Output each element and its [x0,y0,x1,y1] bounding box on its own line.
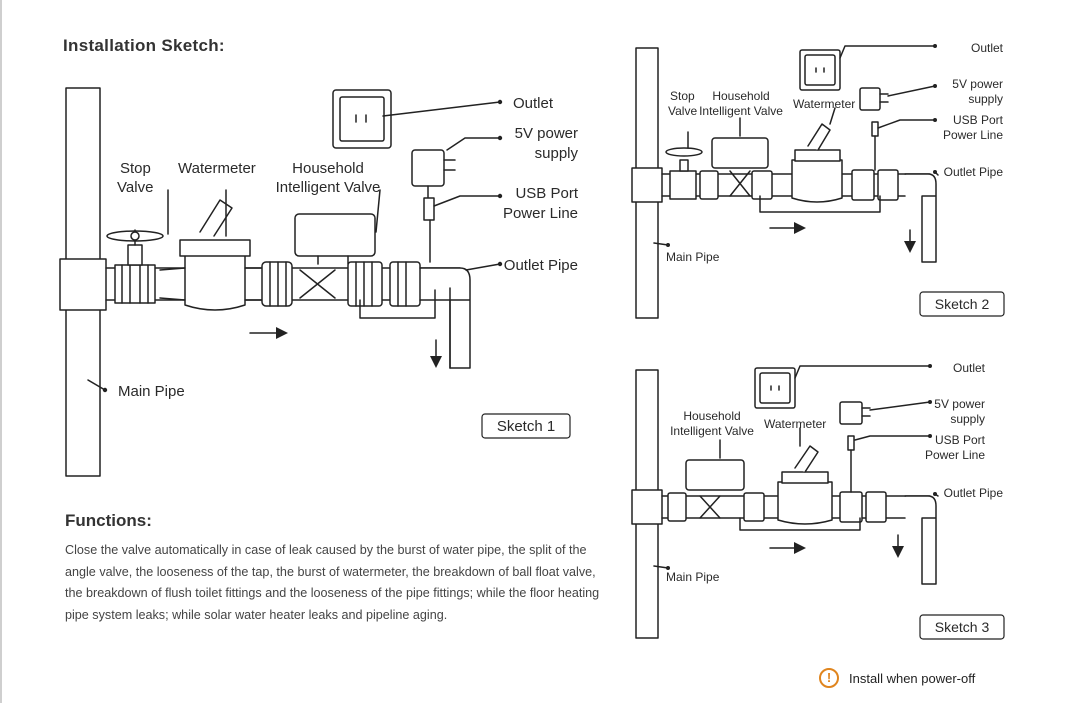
power-adapter-3 [839,401,863,425]
stop-valve-1 [114,264,156,304]
s3-power-label-1: 5V power [934,397,985,411]
power-adapter-2 [859,87,881,111]
s3-main-pipe-label: Main Pipe [666,570,720,584]
watermeter-1 [184,254,246,311]
intelligent-valve-2 [711,137,769,169]
page-edge [0,0,2,703]
power-off-warning-text: Install when power-off [849,670,976,686]
stop-valve-2 [669,170,697,200]
sketch-3 [631,365,1005,640]
outlet-1 [332,89,392,149]
s3-outlet-label: Outlet [953,361,986,375]
s3-watermeter-label: Watermeter [764,417,826,431]
s1-outlet-pipe-label: Outlet Pipe [504,257,578,274]
s2-power-label-2: supply [968,92,1003,106]
s1-main-pipe-label: Main Pipe [118,383,185,400]
functions-heading: Functions: [65,511,152,530]
sketch-3-tag: Sketch 3 [935,619,990,635]
intelligent-valve-3 [685,459,745,491]
s3-valve-label-2: Intelligent Valve [670,424,754,438]
s3-outlet-pipe-label: Outlet Pipe [944,486,1004,500]
watermeter-2 [791,159,843,203]
watermeter-3 [777,481,833,525]
s1-valve-label-1: Household [292,160,364,177]
s2-usb-label-2: Power Line [943,128,1003,142]
s2-outlet-pipe-label: Outlet Pipe [944,165,1004,179]
s1-usb-label-1: USB Port [515,185,578,202]
s1-valve-label-2: Intelligent Valve [276,179,381,196]
sketch-1 [59,87,501,477]
s2-watermeter-label: Watermeter [793,97,855,111]
s1-stop-valve-label-2: Valve [117,179,153,196]
power-off-warning: ! Install when power-off [819,668,975,688]
s2-power-label-1: 5V power [952,77,1003,91]
s1-power-label-2: supply [535,145,579,162]
s2-stop-valve-label-2: Valve [668,104,697,118]
s1-outlet-label: Outlet [513,95,554,112]
power-adapter-1 [411,149,445,187]
exclamation-circle-icon: ! [819,668,839,688]
outlet-2 [799,49,841,91]
installation-sketch-heading: Installation Sketch: [63,36,225,55]
s2-outlet-label: Outlet [971,41,1004,55]
s3-usb-label-1: USB Port [935,433,986,447]
s3-valve-label-1: Household [683,409,740,423]
s1-stop-valve-label-1: Stop [120,160,151,177]
s1-usb-label-2: Power Line [503,205,578,222]
s1-power-label-1: 5V power [515,125,578,142]
s2-usb-label-1: USB Port [953,113,1004,127]
s3-power-label-2: supply [950,412,985,426]
functions-description: Close the valve automatically in case of… [65,543,600,622]
sketch-2-tag: Sketch 2 [935,296,990,312]
s1-watermeter-label: Watermeter [178,160,256,177]
sketch-1-tag: Sketch 1 [497,418,555,435]
s2-valve-label-2: Intelligent Valve [699,104,783,118]
outlet-3 [754,367,796,409]
s3-usb-label-2: Power Line [925,448,985,462]
s2-main-pipe-label: Main Pipe [666,250,720,264]
s2-valve-label-1: Household [712,89,769,103]
sketch-2 [631,45,1005,319]
intelligent-valve-1 [294,213,376,257]
s2-stop-valve-label-1: Stop [670,89,695,103]
